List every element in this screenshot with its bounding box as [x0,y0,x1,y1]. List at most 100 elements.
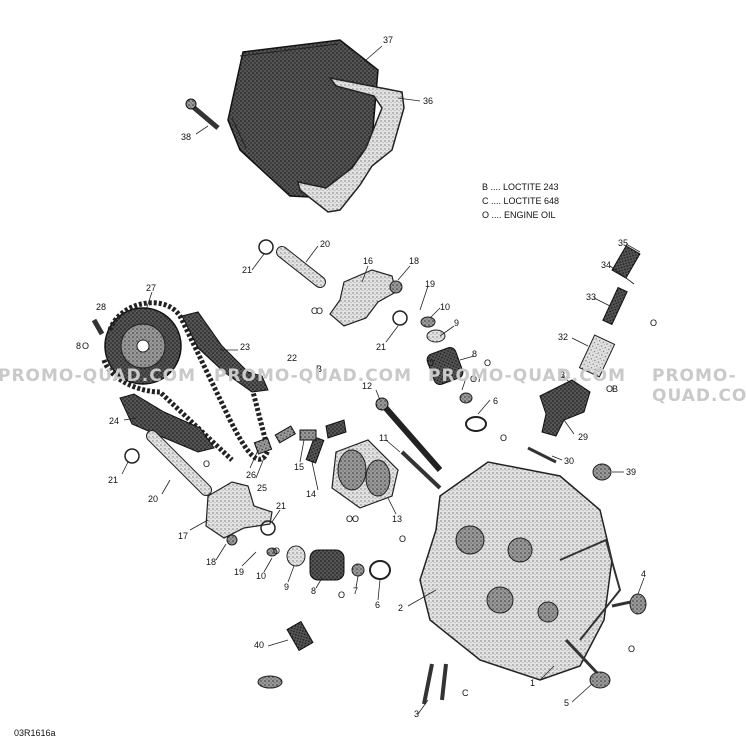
diagram-id: 03R1616a [14,728,56,738]
callout-7-bottom: 7 [353,586,358,596]
callout-6-right: 6 [493,396,498,406]
marker-oil: O [352,514,359,524]
exhaust-valve [564,638,611,689]
legend-code: B [482,182,489,192]
marker-oil: O [82,341,89,351]
oring-top [258,239,274,255]
tensioner-gasket [527,446,557,464]
callout-21-mid: 21 [376,342,386,352]
callout-11: 11 [379,433,388,443]
marker-oil: O [311,306,318,316]
watermark-center: PROMO-QUAD.COM [214,366,413,386]
marker-oil: O [346,514,353,524]
marker-oil: O [628,644,635,654]
callout-22: 22 [287,353,297,363]
callout-labels: 37 36 38 20 21 16 18 19 10 9 21 8 7 6 27… [76,35,646,719]
callout-1: 1 [530,678,535,688]
callout-21-bottom: 21 [276,501,286,511]
callout-21-left: 21 [108,475,118,485]
callout-12: 12 [362,381,372,391]
callout-36: 36 [423,96,433,106]
decompressor-arm [325,419,347,439]
callout-20-bottom: 20 [148,494,158,504]
marker-oil: O [427,358,434,368]
tensioner-spring [611,245,641,279]
marker-oil: O [316,306,323,316]
callout-4: 4 [641,569,646,579]
legend-text: LOCTITE 243 [503,182,559,192]
callout-14: 14 [306,489,316,499]
stud-right [440,663,448,701]
spring-seat-bottom [369,560,391,580]
rocker-arm-top [329,269,397,327]
marker-c: C [462,688,469,698]
callout-8-right: 8 [472,349,477,359]
leader-lines [121,45,645,715]
cylinder-head [419,461,622,681]
callout-20-top: 20 [320,239,330,249]
valve-seal-right [459,392,473,404]
callout-23: 23 [240,342,250,352]
spring-seat-right [465,416,487,432]
callout-8-bottom: 8 [311,586,316,596]
oring-bottom-right [260,520,276,536]
callout-21-top: 21 [242,265,252,275]
watermark-edge: PROMO-QUAD.COM [652,366,746,406]
valve-seal-bottom [351,563,365,577]
valve-spring-bottom [309,549,345,581]
legend-row-c: C .... LOCTITE 648 [482,196,560,206]
valve-retainer-right [426,329,446,343]
camshaft [331,439,399,509]
stud-left [422,663,434,705]
oring-mid [392,310,408,326]
long-bolt-12 [381,404,443,472]
callout-34: 34 [601,260,611,270]
rocker-arm-bottom [205,481,273,539]
callout-19-top: 19 [425,279,435,289]
legend-code: O [482,210,490,220]
legend-text: ENGINE OIL [504,210,556,220]
inlet-part-base [257,675,283,689]
sprocket-bolt [91,318,105,336]
callout-9-bottom: 9 [284,582,289,592]
callout-30: 30 [564,456,574,466]
callout-10-top: 10 [440,302,450,312]
callout-33: 33 [586,292,596,302]
decompressor-lever [299,429,317,441]
marker-oil: O [203,459,210,469]
tensioner-plunger [578,334,616,378]
callout-35: 35 [618,238,628,248]
valve-spring-right [426,347,464,385]
rocker-shaft-top [276,246,326,288]
callout-37: 37 [383,35,393,45]
callout-10-bottom: 10 [256,571,266,581]
valve-keeper-bottom [266,547,278,557]
bolt-11 [400,450,442,490]
callout-9-top: 9 [454,318,459,328]
legend-row-o: O .... ENGINE OIL [482,210,556,220]
long-bolt-12-head [375,397,389,411]
cover-bolt [185,98,220,130]
marker-oil: O [273,546,280,556]
callout-26: 26 [246,470,256,480]
callout-13: 13 [392,514,402,524]
chain-tensioner-guide [119,393,215,453]
plug-39 [592,463,612,481]
callout-16: 16 [363,256,373,266]
oring-bottom-left [124,448,140,464]
callout-32: 32 [558,332,568,342]
marker-oil: O [470,374,477,384]
legend-row-b: B .... LOCTITE 243 [482,182,559,192]
marker-oil: O [606,384,613,394]
guide-pin [253,437,273,455]
legend: B .... LOCTITE 243 C .... LOCTITE 648 O … [482,180,559,222]
camshaft-sprocket [104,307,182,385]
inlet-part [286,620,314,652]
callout-40: 40 [254,640,264,650]
callout-19-bottom: 19 [234,567,244,577]
watermark-right: PROMO-QUAD.COM [428,366,627,386]
marker-oil: O [399,534,406,544]
callout-2: 2 [398,603,403,613]
marker-oil: O [338,590,345,600]
